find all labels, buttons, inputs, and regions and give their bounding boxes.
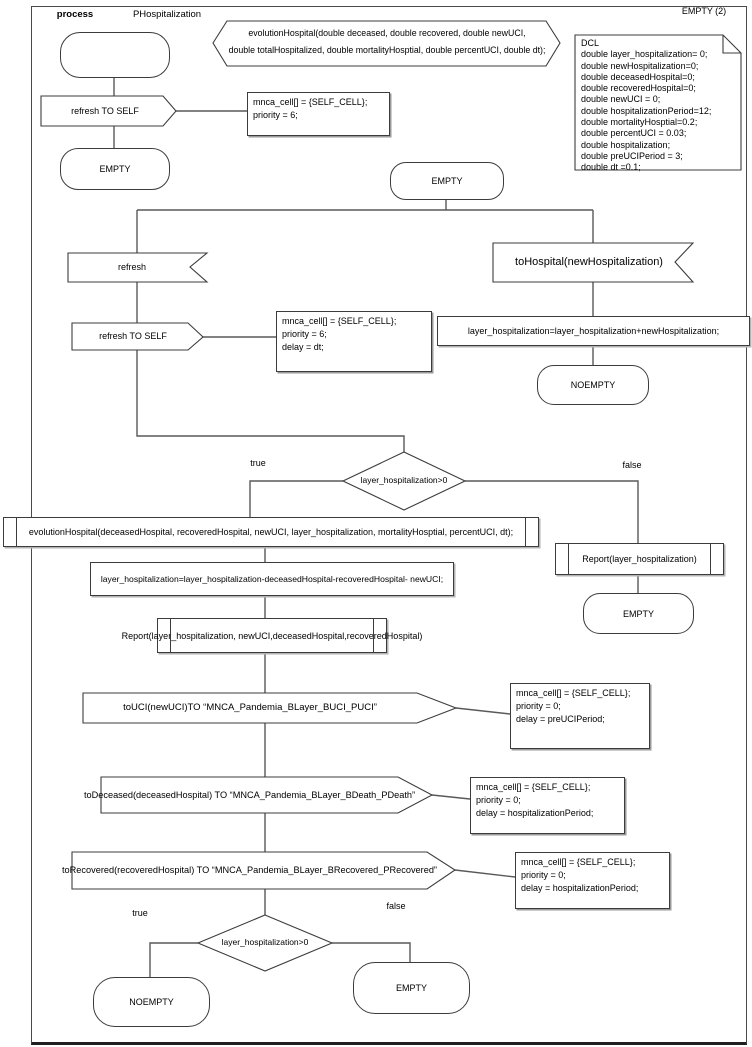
decision-1-false-label: false [622,459,642,470]
output-refresh-self-1-label: refresh TO SELF [71,105,139,116]
comment-mnca-2[interactable]: mnca_cell[] = {SELF_CELL}; priority = 6;… [276,311,432,372]
process-name: PHospitalization [132,8,202,20]
decision-1[interactable] [341,451,467,511]
process-keyword: process [56,8,94,20]
state-empty-false[interactable]: EMPTY [583,593,694,634]
input-tohospital[interactable] [492,242,695,283]
edge-d2-false [332,942,411,962]
state-noempty-bottom[interactable]: NOEMPTY [93,977,210,1027]
procedure-declaration-shape[interactable] [212,20,561,67]
comment-mnca-4[interactable]: mnca_cell[] = {SELF_CELL}; priority = 0;… [470,777,625,834]
comment-mnca-5[interactable]: mnca_cell[] = {SELF_CELL}; priority = 0;… [515,852,670,909]
declaration-line2: double totalHospitalized, double mortali… [228,45,546,56]
double-bar [16,517,17,547]
output-refresh-self-2[interactable] [71,322,204,351]
decision-2[interactable] [196,914,334,972]
decision-2-label: layer_hospitalization>0 [221,937,309,948]
task-add-hospitalization[interactable]: layer_hospitalization=layer_hospitalizat… [437,316,750,346]
call-report-simple[interactable]: Report(layer_hospitalization) [555,543,724,575]
edge-d2-true [149,942,198,977]
task-subtract-hospitalization[interactable]: layer_hospitalization=layer_hospitalizat… [90,562,454,596]
decision-2-false-label: false [386,900,406,911]
double-bar [373,618,374,653]
edge-d1-true [249,480,343,517]
input-tohospital-label: toHospital(newHospitalization) [515,256,663,269]
state-empty-bottom[interactable]: EMPTY [353,962,470,1014]
dcl-declarations: DCL double layer_hospitalization= 0; dou… [581,38,712,173]
double-bar [568,543,569,575]
double-bar [170,618,171,653]
output-refresh-self-1[interactable] [40,95,177,127]
state-empty-main[interactable]: EMPTY [390,162,504,200]
output-todeceased-label: toDeceased(deceasedHospital) TO “MNCA_Pa… [83,789,416,800]
output-touci[interactable] [82,692,458,724]
comment-mnca-3[interactable]: mnca_cell[] = {SELF_CELL}; priority = 0;… [510,683,650,749]
decision-1-label: layer_hospitalization>0 [360,475,448,486]
decision-2-true-label: true [132,907,148,918]
output-todeceased[interactable] [100,776,434,814]
edge-d1-false [465,480,639,543]
comment-mnca-1[interactable]: mnca_cell[] = {SELF_CELL}; priority = 6; [247,92,390,136]
output-torecovered[interactable] [71,851,456,890]
call-evolution-hospital[interactable]: evolutionHospital(deceasedHospital, reco… [3,517,539,547]
edge-out2-decision1 [136,350,405,452]
input-refresh-label: refresh [117,262,146,273]
state-reference-label: EMPTY (2) [681,6,727,17]
input-refresh[interactable] [67,252,209,283]
state-noempty-right[interactable]: NOEMPTY [537,365,649,405]
declaration-line1: evolutionHospital(double deceased, doubl… [248,28,526,39]
call-report-full-label: Report(layer_hospitalization, newUCI,dec… [121,630,423,641]
double-bar [710,543,711,575]
call-report-full[interactable]: Report(layer_hospitalization, newUCI,dec… [122,618,422,653]
decision-1-true-label: true [250,457,266,468]
dcl-text-symbol[interactable] [574,34,742,171]
connectors [113,76,639,977]
output-torecovered-label: toRecovered(recoveredHospital) TO “MNCA_… [62,865,437,876]
output-touci-label: toUCI(newUCI)TO “MNCA_Pandemia_BLayer_BU… [123,701,377,713]
edge-comment5 [454,869,516,878]
edge-comment3 [455,707,511,715]
output-refresh-self-2-label: refresh TO SELF [99,331,167,342]
edge-comment4 [431,794,471,800]
start-state-symbol[interactable] [60,32,170,78]
call-evolution-label: evolutionHospital(deceasedHospital, reco… [28,527,514,537]
call-report-simple-label: Report(layer_hospitalization) [582,554,697,564]
double-bar [525,517,526,547]
state-empty-top[interactable]: EMPTY [60,148,170,190]
